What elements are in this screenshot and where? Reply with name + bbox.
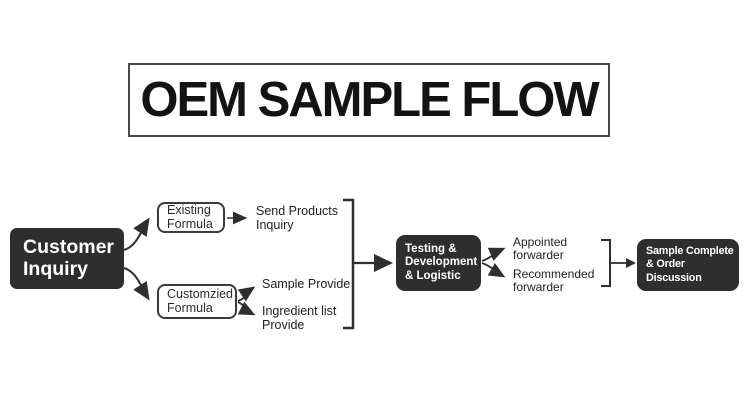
node-customer-inquiry: Customer Inquiry xyxy=(10,228,124,289)
node-testing-development-logistic: Testing & Development & Logistic xyxy=(396,235,481,291)
arrow-customer-to-customized xyxy=(123,267,150,301)
node-existing-formula: Existing Formula xyxy=(157,202,225,233)
bracket-right xyxy=(601,239,611,287)
label-recommended-forwarder: Recommended forwarder xyxy=(513,267,595,294)
node-testing-label: Testing & Development & Logistic xyxy=(405,242,478,282)
label-appointed-forwarder: Appointed forwarder xyxy=(513,235,568,262)
bracket-left xyxy=(343,198,355,330)
node-existing-formula-label: Existing Formula xyxy=(167,203,213,231)
arrow-customized-to-sample xyxy=(237,286,256,302)
page-title: OEM SAMPLE FLOW xyxy=(140,73,599,127)
node-sample-complete-order-discussion: Sample Complete & Order Discussion xyxy=(637,239,739,291)
arrowhead-testing xyxy=(374,254,393,272)
label-sample-provide: Sample Provide xyxy=(262,277,351,291)
arrowhead-complete xyxy=(626,258,636,268)
node-sample-complete-label: Sample Complete & Order Discussion xyxy=(646,245,734,284)
node-customer-inquiry-label: Customer Inquiry xyxy=(23,235,115,280)
arrow-customer-to-existing xyxy=(123,217,150,251)
arrow-customized-to-ingredient xyxy=(237,301,256,316)
title-box: OEM SAMPLE FLOW xyxy=(128,63,610,137)
arrow-testing-to-recommended xyxy=(481,262,506,278)
arrow-testing-to-appointed xyxy=(481,247,506,262)
node-customized-formula: Customzied Formula xyxy=(157,284,237,319)
label-ingredient-list-provide: Ingredient list Provide xyxy=(262,304,337,332)
node-customized-formula-label: Customzied Formula xyxy=(167,287,233,315)
label-send-products-inquiry: Send Products Inquiry xyxy=(256,204,338,232)
